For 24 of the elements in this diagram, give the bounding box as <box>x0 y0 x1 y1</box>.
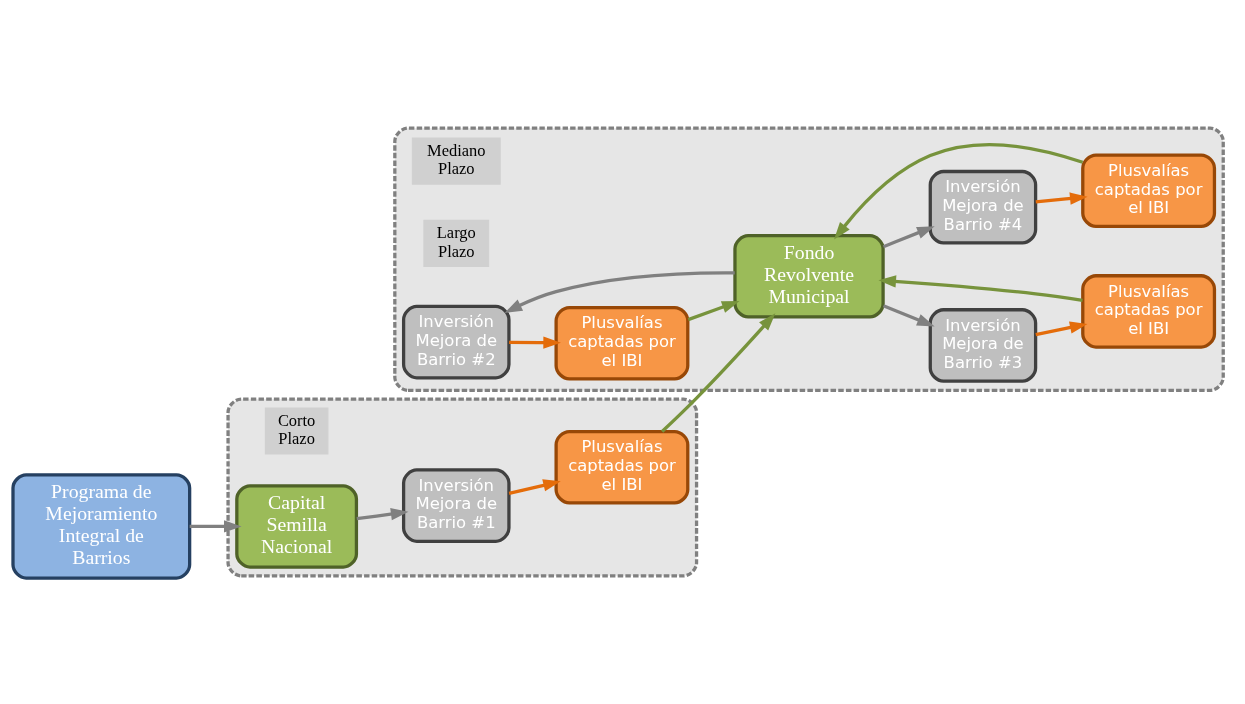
arrow <box>189 520 242 533</box>
arrow <box>1035 321 1088 337</box>
arrow <box>661 313 776 433</box>
node-box: Programa de Mejoramiento Integral de Barrios <box>11 473 192 580</box>
node-box: Plusvalías captadas por el IBI <box>1081 274 1217 349</box>
node-box: Plusvalías captadas por el IBI <box>554 429 690 505</box>
arrow <box>356 508 409 521</box>
arrow <box>882 226 935 249</box>
node-box: Fondo Revolvente Municipal <box>733 234 885 319</box>
node-box: Inversión Mejora de Barrio #1 <box>401 468 511 543</box>
node-box: Capital Semilla Nacional <box>235 484 359 569</box>
node-box: Inversión Mejora de Barrio #2 <box>401 304 511 380</box>
arrow <box>508 479 561 496</box>
node-box: Plusvalías captadas por el IBI <box>1081 153 1217 228</box>
node-box: Plusvalías captadas por el IBI <box>554 305 690 381</box>
arrow <box>687 301 740 322</box>
arrow <box>878 275 1083 302</box>
node-box: Inversión Mejora de Barrio #4 <box>928 169 1038 245</box>
arrow <box>834 143 1084 240</box>
arrow <box>882 304 935 327</box>
arrow <box>1035 192 1088 205</box>
node-box: Inversión Mejora de Barrio #3 <box>928 308 1038 383</box>
arrow <box>509 336 561 349</box>
arrow <box>504 271 735 313</box>
